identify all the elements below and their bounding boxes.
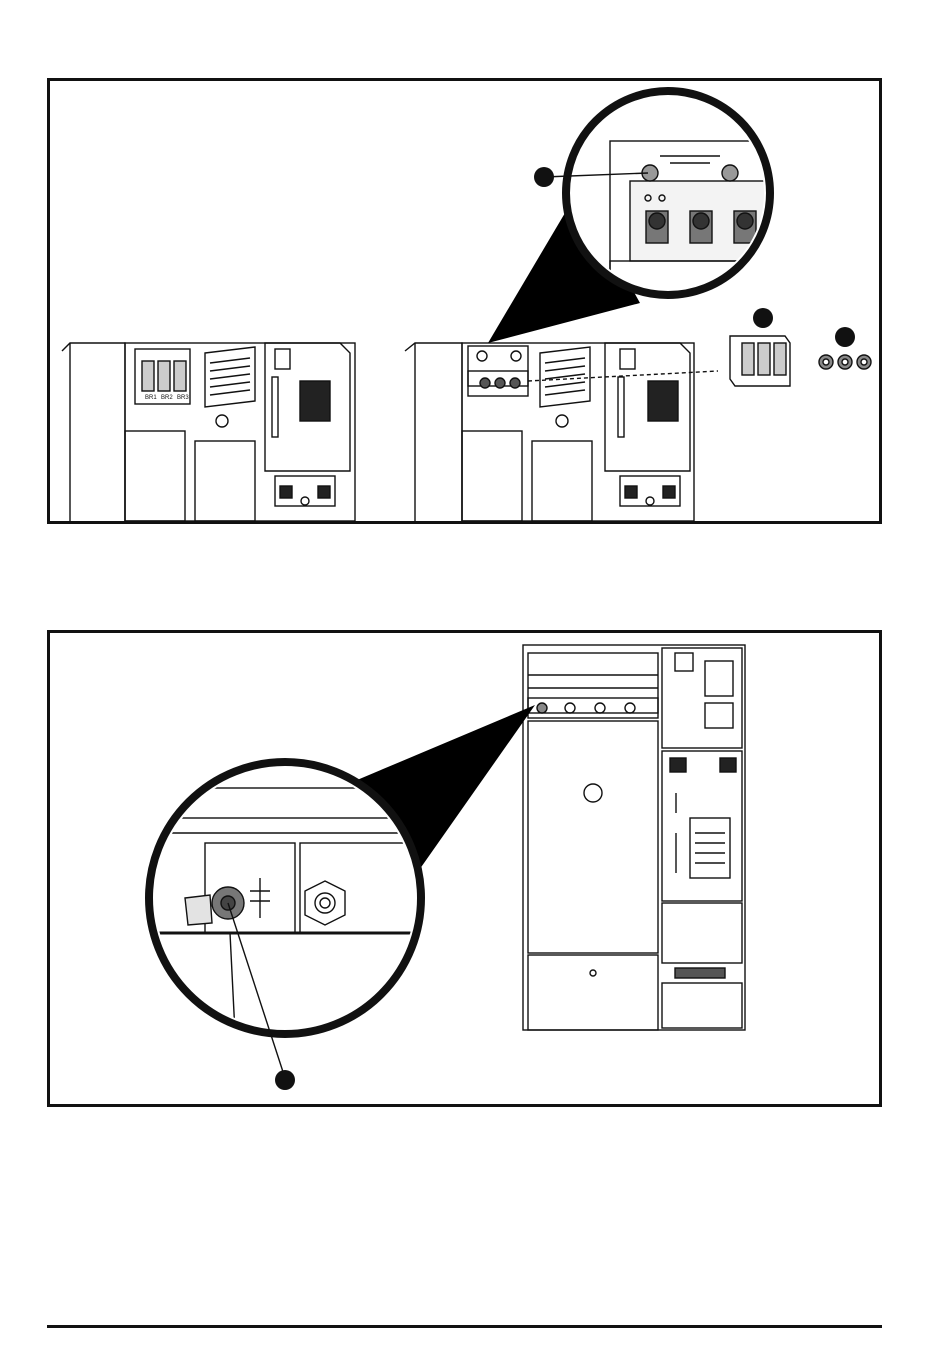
drive-right [405,343,718,521]
figure-bottom-illustration [50,633,879,1104]
drive-left: BR1 BR2 BR3 [62,343,355,521]
footer-rule [47,1325,882,1328]
magnifier-detail-top [566,91,780,301]
terminal-label-2: BR2 [161,395,173,401]
terminal-label-3: BR3 [177,395,189,401]
callout-marker-2 [753,308,773,328]
callout-marker-4 [275,1070,295,1090]
figure-top: BR1 BR2 BR3 [47,78,882,524]
callout-marker-3 [835,327,855,347]
figure-top-illustration: BR1 BR2 BR3 [50,81,879,521]
drive-front-view [523,645,745,1030]
callout-marker-1 [534,167,554,187]
figure-bottom [47,630,882,1107]
terminal-label-1: BR1 [145,395,157,401]
